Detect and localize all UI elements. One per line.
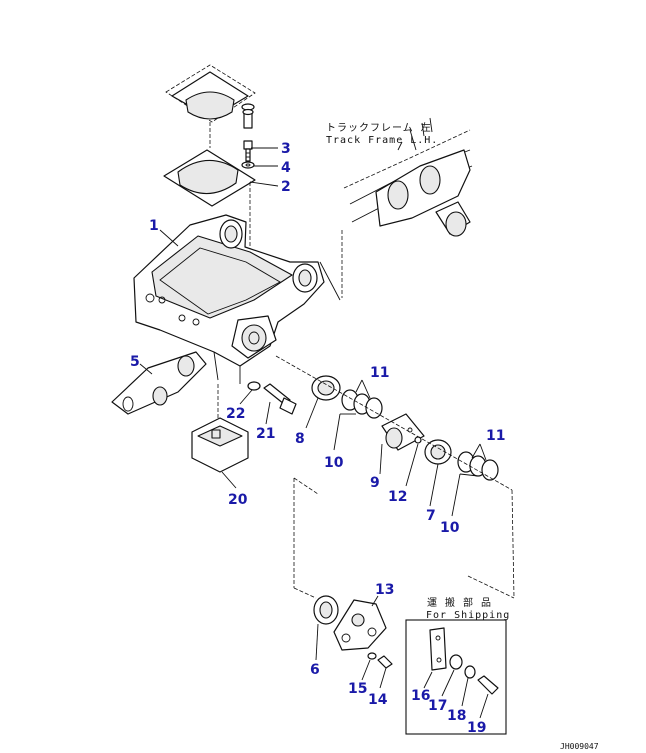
callout-11b: 11 (486, 428, 505, 444)
top-cover-part (165, 64, 256, 148)
callout-13: 13 (375, 582, 394, 598)
retainer-plate-part-13 (333, 599, 387, 651)
link-plate-part-5 (111, 351, 207, 415)
callout-22: 22 (226, 406, 245, 422)
callout-9: 9 (370, 475, 380, 491)
callout-5: 5 (130, 354, 140, 370)
callout-10b: 10 (440, 520, 460, 536)
bolt-part-14 (377, 655, 393, 669)
washer-part-18 (464, 665, 476, 679)
callout-7: 7 (426, 508, 436, 524)
callout-21: 21 (256, 426, 275, 442)
callout-16: 16 (411, 688, 430, 704)
bearing-part-7 (424, 439, 452, 465)
spacer-part-17 (449, 654, 463, 670)
guard-block-part-20 (191, 384, 249, 473)
bearing-part-8 (311, 375, 341, 401)
shipping-en-label: For Shipping (426, 610, 510, 621)
bearing-part-6 (313, 595, 339, 625)
track-frame-part (319, 117, 473, 301)
upper-bolt-part (241, 103, 255, 129)
seal-group-part-11a (341, 389, 383, 419)
shipping-bracket-part-16 (429, 627, 447, 671)
shipping-jp-label: 運 搬 部 品 (427, 596, 492, 609)
shipping-parts-box (405, 619, 507, 735)
callout-19: 19 (467, 720, 486, 736)
washer-part-4 (241, 161, 255, 169)
track-frame-en-label: Track Frame L.H. (326, 135, 438, 146)
callout-1: 1 (149, 218, 159, 234)
drawing-code-label: JH009047 (560, 742, 599, 751)
callout-15: 15 (348, 681, 367, 697)
callout-12: 12 (388, 489, 407, 505)
callout-17: 17 (428, 698, 447, 714)
callout-14: 14 (368, 692, 388, 708)
callout-3: 3 (281, 141, 291, 157)
cover-plate-part-2 (163, 149, 256, 260)
leader-lines (139, 141, 489, 719)
callout-6: 6 (310, 662, 320, 678)
callout-8: 8 (295, 431, 305, 447)
callout-10a: 10 (324, 455, 344, 471)
callout-2: 2 (281, 179, 291, 195)
bolt-part-19 (477, 675, 499, 695)
callout-4: 4 (281, 160, 291, 176)
track-frame-jp-label: トラックフレーム 左 (326, 121, 432, 134)
callout-20: 20 (228, 492, 248, 508)
washer-part-22 (247, 381, 261, 391)
pin-part-9 (381, 413, 425, 451)
bolt-part-21 (263, 383, 297, 415)
bolt-part-3 (243, 140, 253, 162)
callout-11a: 11 (370, 365, 389, 381)
callout-18: 18 (447, 708, 466, 724)
washer-part-15 (367, 652, 377, 660)
pivot-housing-part-1 (133, 214, 325, 384)
